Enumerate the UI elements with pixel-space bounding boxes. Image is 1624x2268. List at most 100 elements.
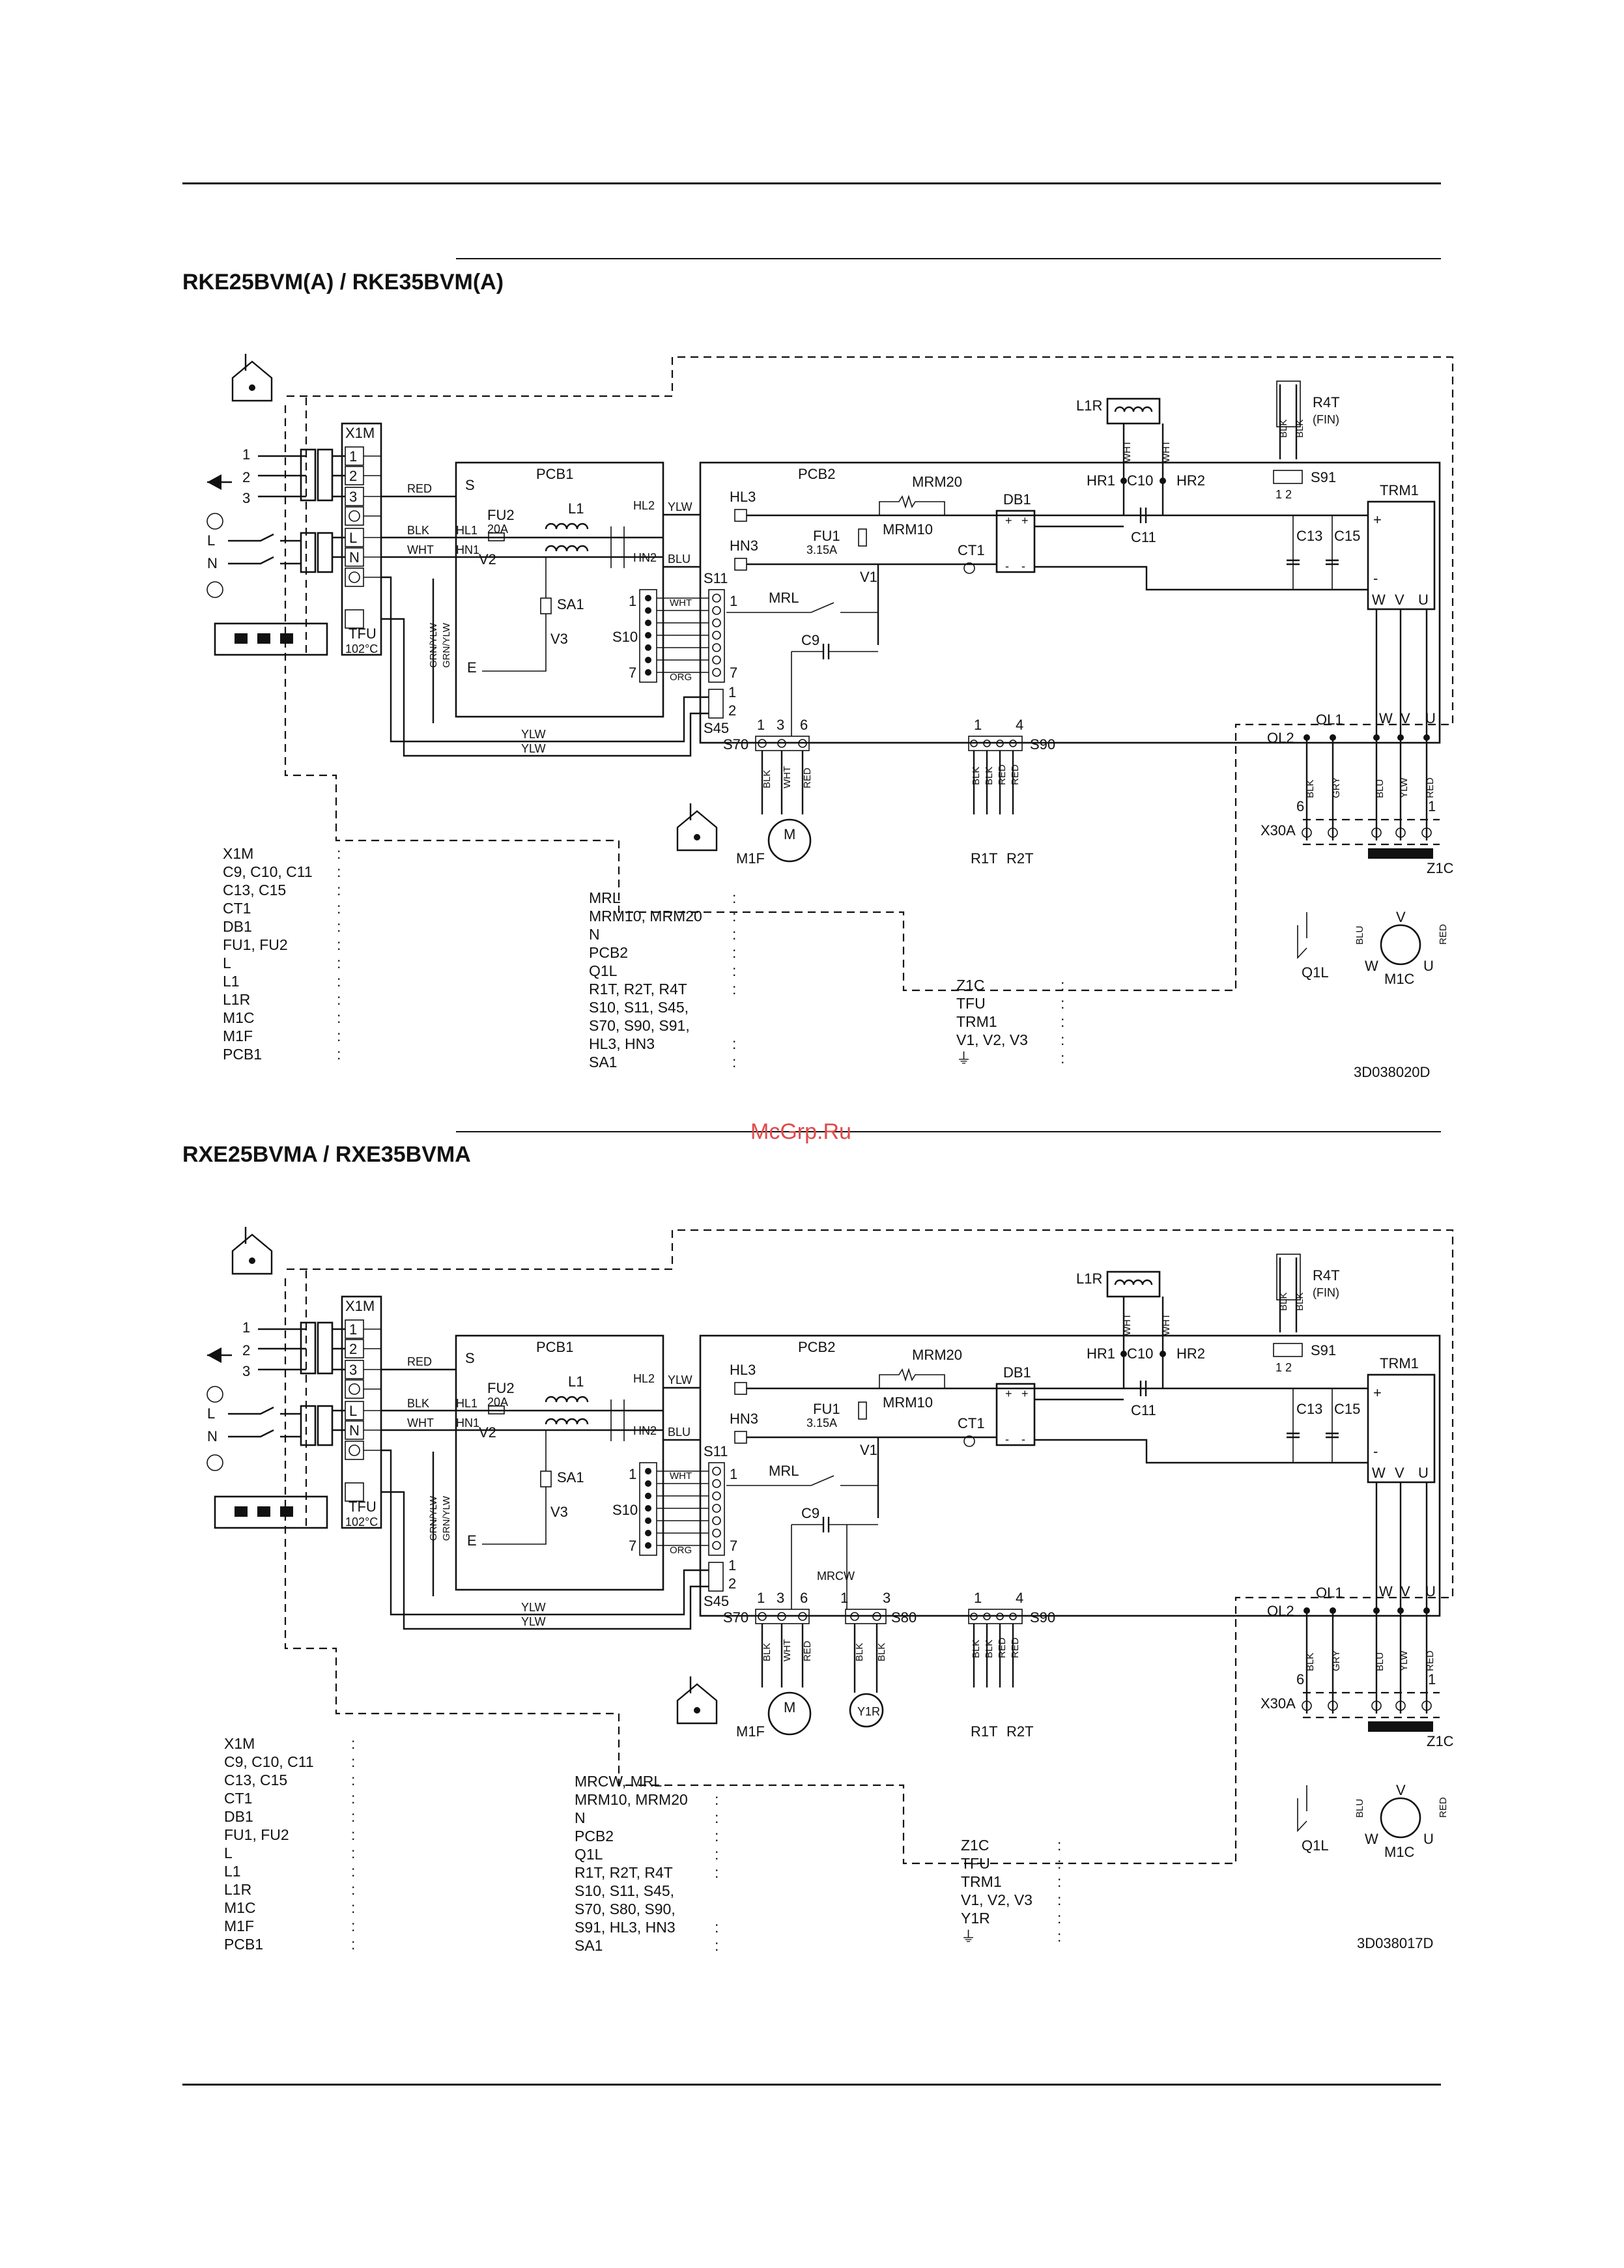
capacitor [1287,1432,1339,1439]
r4t-fin-label: (FIN) [1313,413,1339,426]
wire-color: GRY [1331,1650,1342,1671]
legend-row: Z1C: [956,977,1065,994]
q1l-label: Q1L [1302,964,1329,981]
connector-s91 [1273,470,1303,484]
ol2-label: OL2 [1267,730,1294,746]
l1-label: L1 [568,500,584,517]
wire-color: RED [407,1355,432,1368]
wire-color: YLW [668,500,692,513]
wire-color: RED [1438,924,1449,945]
wire-color: GRN/YLW [428,1495,439,1541]
m1c-label: M1C [1384,1844,1415,1860]
db1-minus: - [1005,1433,1009,1446]
wire [482,1430,547,1545]
junction-dot [645,620,651,626]
legend-row: L1: [224,1863,356,1880]
rating-label [214,622,328,656]
house-icon [676,810,718,852]
coil [545,545,589,552]
legend-row: CT1: [223,900,341,917]
fu2-value: 20A [487,1396,508,1409]
wire-color: GRN/YLW [428,622,439,668]
legend-row: M1C: [224,1899,356,1916]
junction-dot [645,1517,651,1524]
connector-s11 [708,589,725,683]
trm1-label: TRM1 [1380,482,1419,498]
legend-row: L: [223,955,341,971]
wire-color: BLK [407,524,429,537]
s45-label: S45 [704,1593,729,1609]
motor-label: M [784,1699,795,1715]
terminal [345,506,364,526]
ct1-label: CT1 [958,542,985,558]
legend-row: R1T, R2T, R4T: [589,981,737,998]
legend-row: MRL: [589,889,737,906]
m1c-u: U [1423,958,1434,974]
r2t-label: R2T [1006,850,1034,867]
wire [1034,1398,1368,1464]
thermistor-r4t [1276,380,1301,427]
trm1-w: W [1372,1465,1386,1481]
wire-color: GRN/YLW [441,622,452,668]
thermistor-wire [1279,384,1298,459]
connector-s45 [708,689,724,719]
legend-row: L: [224,1845,356,1861]
connector [317,1405,334,1446]
pin [712,668,721,677]
wire-color: RED [1425,1650,1436,1671]
pin [712,631,721,640]
wire-color: BLK [1278,1293,1289,1311]
pin [1421,827,1432,838]
terminal [345,567,364,587]
pcb1-s-label: S [465,477,475,493]
wire [332,455,345,498]
db1-plus: + [1005,514,1012,527]
pin-1: 1 [757,717,765,733]
r1t-label: R1T [971,850,998,867]
pin-3: 3 [776,717,784,733]
legend-row: S10, S11, S45, [589,999,689,1016]
wire-color: WHT [407,1416,434,1429]
legend-row: S70, S90, S91, [589,1017,690,1034]
signal-wire [258,1328,306,1371]
connector [300,532,317,573]
tfu-temp-label: 102°C [345,1515,378,1529]
wire-color: RED [1425,777,1436,798]
trm1-v: V [1395,1465,1404,1481]
x30a-label: X30A [1261,822,1296,839]
trm1-u: U [1418,1465,1429,1481]
r4t-label: R4T [1313,1267,1340,1284]
pin-4: 4 [1016,1590,1023,1606]
pin-3: 3 [776,1590,784,1606]
earth-icon [207,513,223,530]
c13-label: C13 [1296,528,1322,544]
s90-label: S90 [1030,1609,1055,1626]
pcb1-s-label: S [465,1350,475,1366]
wire-color: RED [802,768,813,788]
pin-1: 1 [757,1590,765,1606]
r1t-label: R1T [971,1723,998,1740]
x1m-label: X1M [345,425,375,441]
fu1-value: 3.15A [806,1416,837,1429]
legend-row: TRM1: [956,1013,1065,1030]
terminal-label: N [349,1422,360,1439]
earth-terminal [349,571,360,583]
resistor [879,495,945,515]
l1-label: L1 [568,1373,584,1390]
terminal-block-x1m [341,422,382,656]
fuse-fu1 [858,1401,867,1420]
connector-s45 [708,1562,724,1592]
z1c-label: Z1C [1427,860,1454,876]
pin-6: 6 [1296,1671,1304,1687]
fu2-label: FU2 [487,507,515,523]
r2t-label: R2T [1006,1723,1034,1740]
diagram-1-title: RKE25BVM(A) / RKE35BVM(A) [182,270,504,294]
connector [300,448,317,502]
wire [332,1409,345,1431]
bridge-db1 [995,1383,1036,1446]
label-block [235,633,248,644]
reversing-valve-y1r [849,1693,884,1728]
label-block [235,1506,248,1517]
hl2-label: HL2 [633,499,655,512]
enclosure-outline [284,1229,1454,1865]
